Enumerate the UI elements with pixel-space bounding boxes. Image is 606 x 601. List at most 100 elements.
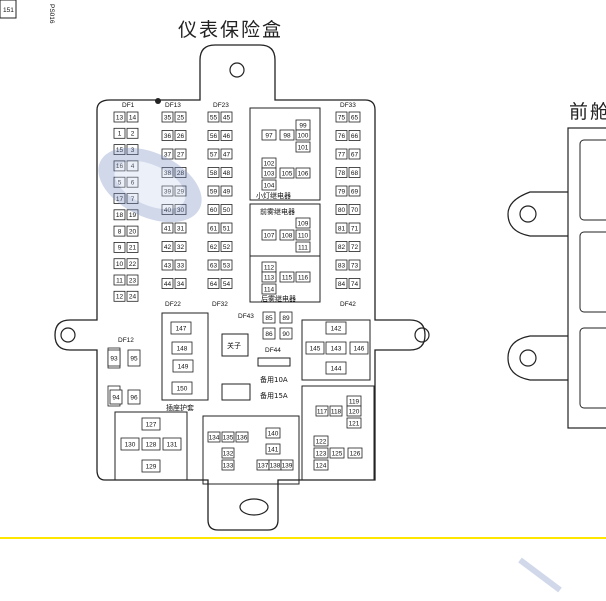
fuse-number: 1 bbox=[118, 131, 122, 138]
spare-slot bbox=[221, 383, 251, 401]
fuse-number: 89 bbox=[282, 315, 290, 322]
fuse-number: 47 bbox=[223, 151, 231, 158]
fuse-slot bbox=[207, 185, 220, 197]
fuse-number: 69 bbox=[351, 188, 359, 195]
group-labels: DF1 DF13 DF23 DF33 DF12 DF22 DF32 DF42 D… bbox=[118, 102, 356, 354]
spare-15a-label: 备用15A bbox=[260, 391, 288, 400]
fuse-number: 15 bbox=[116, 147, 124, 154]
fuse-slot bbox=[265, 443, 281, 455]
label-df13: DF13 bbox=[165, 102, 181, 109]
fuse-slot bbox=[174, 148, 187, 160]
fuse-slot bbox=[313, 447, 329, 459]
fuse-slot bbox=[279, 129, 295, 141]
fuse-number: 43 bbox=[164, 262, 172, 269]
fuse-slot bbox=[161, 167, 174, 178]
fuse-slot bbox=[335, 130, 348, 141]
fuse-number: 128 bbox=[146, 441, 157, 448]
fuse-number: 130 bbox=[125, 441, 136, 448]
fuse-number: 46 bbox=[223, 133, 231, 140]
fuse-number: 71 bbox=[351, 225, 359, 232]
fuse-number: 125 bbox=[332, 450, 343, 457]
fuse-slot bbox=[161, 130, 174, 141]
fuse-slot bbox=[109, 389, 123, 405]
fuse-slot bbox=[113, 241, 126, 253]
fuse-slot bbox=[161, 278, 174, 289]
fuse-slot bbox=[346, 405, 362, 417]
fuse-slot bbox=[261, 179, 277, 191]
fuse-number: 30 bbox=[177, 207, 185, 214]
fuse-number: 132 bbox=[223, 450, 234, 457]
fuse-slot bbox=[127, 389, 141, 405]
fuse-slot bbox=[126, 193, 139, 204]
fuse-number: 143 bbox=[331, 345, 342, 352]
fuse-number: 76 bbox=[338, 133, 346, 140]
fuse-number: 94 bbox=[112, 394, 120, 401]
fuse-number: 123 bbox=[316, 450, 327, 457]
fuse-number: 150 bbox=[177, 385, 188, 392]
fuse-slot bbox=[126, 241, 139, 253]
fuse-number: 58 bbox=[210, 170, 218, 177]
fuse-number: 36 bbox=[164, 133, 172, 140]
fuse-slot bbox=[107, 349, 121, 367]
fuse-slot bbox=[171, 381, 193, 395]
fuse-slot bbox=[113, 127, 126, 139]
fuse-slot bbox=[126, 258, 139, 270]
fuse-number: 127 bbox=[146, 421, 157, 428]
fuse-number: 118 bbox=[331, 408, 342, 415]
fuse-number: 39 bbox=[164, 188, 172, 195]
fuse-slot bbox=[335, 185, 348, 197]
fuse-slot bbox=[161, 204, 174, 215]
page-title: 仪表保险盒 bbox=[178, 19, 283, 41]
fuse-number: 131 bbox=[167, 441, 178, 448]
fuse-number: 7 bbox=[131, 196, 135, 203]
fuse-number: 136 bbox=[237, 434, 248, 441]
corner-code-text: PS016 bbox=[48, 4, 55, 24]
fuse-slot bbox=[207, 431, 221, 443]
fuse-number: 72 bbox=[351, 244, 359, 251]
fuse-number: 100 bbox=[298, 132, 309, 139]
fuse-slot bbox=[325, 321, 347, 335]
bottom-left-block bbox=[114, 411, 188, 481]
fuse-slot bbox=[113, 160, 126, 172]
mount-hole-top bbox=[229, 62, 245, 78]
fuse-slot bbox=[261, 129, 277, 141]
fuse-number: 93 bbox=[110, 355, 118, 362]
fuse-slot bbox=[261, 271, 277, 283]
fuse-slot bbox=[113, 290, 126, 302]
fuse-number: 116 bbox=[298, 274, 309, 281]
fuse-slot bbox=[295, 129, 311, 141]
fuse-number: 60 bbox=[210, 207, 218, 214]
fuse-slot bbox=[335, 259, 348, 271]
fuse-number: 146 bbox=[354, 345, 365, 352]
fuse-number: 12 bbox=[116, 294, 124, 301]
label-df23: DF23 bbox=[213, 102, 229, 109]
fuse-number: 85 bbox=[265, 315, 273, 322]
fuse-number: 147 bbox=[176, 325, 187, 332]
fuse-number: 59 bbox=[210, 188, 218, 195]
fuse-number: 55 bbox=[210, 114, 218, 121]
fuse-number: 104 bbox=[264, 182, 275, 189]
fuse-slot bbox=[220, 259, 233, 271]
fuse-number: 117 bbox=[317, 408, 328, 415]
fuse-slot bbox=[161, 185, 174, 197]
fuse-number: 41 bbox=[164, 225, 172, 232]
front-fog-label: 前雾继电器 bbox=[260, 207, 295, 216]
relay-socket-block bbox=[161, 312, 209, 401]
fuse-slot bbox=[126, 127, 139, 139]
fuse-slot bbox=[261, 283, 277, 295]
fuse-slot bbox=[113, 209, 126, 221]
fuse-number: 101 bbox=[298, 144, 309, 151]
fuse-slot bbox=[346, 417, 362, 429]
fuse-slot bbox=[220, 148, 233, 160]
label-df32: DF32 bbox=[212, 301, 228, 308]
fuse-number: 27 bbox=[177, 151, 185, 158]
fuse-slot bbox=[295, 141, 311, 153]
fuse-slot bbox=[207, 222, 220, 234]
fuse-number: 54 bbox=[223, 281, 231, 288]
fuse-number: 98 bbox=[283, 132, 291, 139]
fuse-slot bbox=[335, 167, 348, 178]
fuse-number: 3 bbox=[131, 147, 135, 154]
